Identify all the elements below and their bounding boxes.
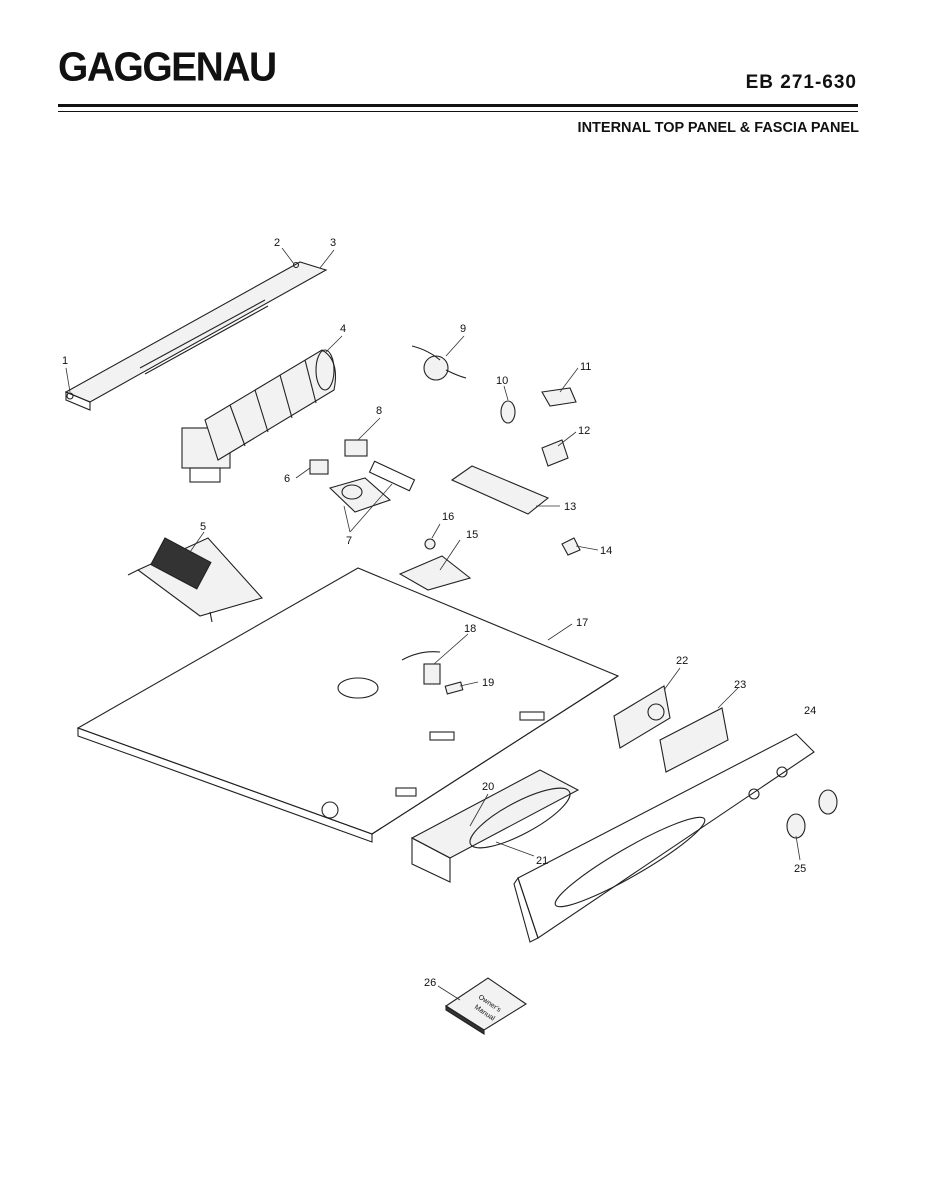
part-20-21-control-fascia <box>410 769 580 883</box>
part-8-connector <box>344 439 368 457</box>
part-25-knobs <box>786 789 838 839</box>
callout-26: 26 <box>424 977 436 989</box>
part-11-lamp-holder <box>541 387 577 407</box>
callout-9: 9 <box>460 323 466 335</box>
callout-4: 4 <box>340 323 346 335</box>
callout-5: 5 <box>200 521 206 533</box>
callout-2: 2 <box>274 237 280 249</box>
part-10-thermostat <box>500 400 516 424</box>
callout-18: 18 <box>464 623 476 635</box>
header-rule-thick <box>58 104 858 107</box>
part-19-fuse <box>444 681 464 695</box>
callout-21: 21 <box>536 855 548 867</box>
part-1-screw <box>66 392 74 400</box>
part-26-owners-manual: Owner's Manual <box>444 977 528 1035</box>
callout-15: 15 <box>466 529 478 541</box>
part-6-switch <box>309 459 329 475</box>
part-5-circuit-board <box>127 537 263 623</box>
callout-16: 16 <box>442 511 454 523</box>
model-number: EB 271-630 <box>745 72 857 93</box>
callout-10: 10 <box>496 375 508 387</box>
callout-7: 7 <box>346 535 352 547</box>
callout-6: 6 <box>284 473 290 485</box>
part-18-heater-connector <box>401 651 441 685</box>
part-2-clip <box>292 261 300 269</box>
callout-17: 17 <box>576 617 588 629</box>
part-16-grommet <box>424 538 436 550</box>
callout-11: 11 <box>580 361 591 373</box>
part-12-clip <box>541 439 569 467</box>
part-22-selector-switch <box>613 685 671 749</box>
callout-23: 23 <box>734 679 746 691</box>
part-3-top-rail <box>64 261 328 411</box>
callout-12: 12 <box>578 425 590 437</box>
leader-lines <box>65 247 801 1001</box>
callout-24: 24 <box>804 705 816 717</box>
part-24-fascia-panel <box>513 733 815 943</box>
part-7-bracket-and-switch <box>328 460 416 513</box>
brand-logo: GAGGENAU <box>58 44 277 91</box>
part-14-spring <box>561 537 581 556</box>
part-9-motor <box>411 345 467 381</box>
callout-1: 1 <box>62 355 68 367</box>
callout-numbers: 1 2 3 4 5 6 7 8 9 10 11 12 13 14 15 16 1… <box>62 237 816 989</box>
callout-20: 20 <box>482 781 494 793</box>
callout-3: 3 <box>330 237 336 249</box>
callout-22: 22 <box>676 655 688 667</box>
header-rule-thin <box>58 111 858 112</box>
part-15-plate <box>398 555 472 591</box>
part-17-internal-top-panel <box>76 567 620 843</box>
part-23-switch-panel <box>659 707 729 773</box>
callout-25: 25 <box>794 863 806 875</box>
callout-19: 19 <box>482 677 494 689</box>
callout-13: 13 <box>564 501 576 513</box>
callout-14: 14 <box>600 545 612 557</box>
callout-8: 8 <box>376 405 382 417</box>
part-13-control-unit <box>450 465 550 515</box>
section-title: INTERNAL TOP PANEL & FASCIA PANEL <box>577 120 859 136</box>
part-4-tangential-fan <box>181 349 337 483</box>
